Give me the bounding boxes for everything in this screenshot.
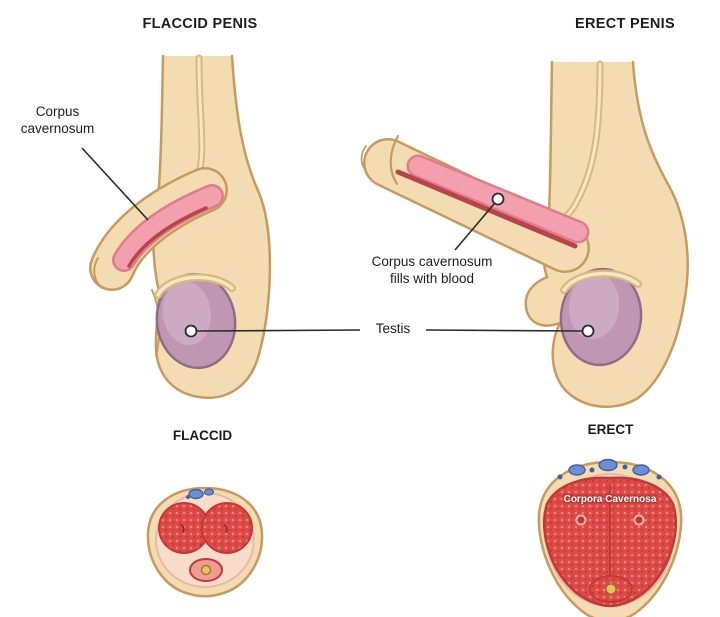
cavernosal-artery-left xyxy=(575,514,587,526)
corpus-fills-leader-line xyxy=(454,203,495,251)
corpus-spongiosum-strip xyxy=(127,206,208,268)
cavernosal-artery-right xyxy=(633,514,645,526)
flaccid-cross-section xyxy=(146,486,264,598)
dorsal-vein-small xyxy=(203,488,215,496)
corpus-cavernosum-label: Corpus cavernosum xyxy=(20,104,95,136)
artery-slit-right xyxy=(223,524,228,533)
erect-penis-heading: ERECT PENIS xyxy=(575,16,675,32)
corpus-cavernosum xyxy=(114,186,222,270)
corpora-cavernosa-label: Corpora Cavernosa xyxy=(563,494,657,505)
urethra xyxy=(200,564,212,576)
glans-crease xyxy=(389,134,400,186)
testis-label: Testis xyxy=(375,321,411,336)
body-contour xyxy=(151,54,272,399)
testis-left-marker xyxy=(184,324,198,338)
testis-group xyxy=(559,267,643,367)
testis-group xyxy=(155,272,237,370)
dorsal-artery-dot-2 xyxy=(622,464,628,470)
dorsal-vein-left xyxy=(568,464,586,476)
dorsal-artery-dot xyxy=(186,495,190,499)
corpus-fills-label: Corpus cavernosum fills with blood xyxy=(371,254,493,286)
callout-lines xyxy=(81,147,595,338)
erect-cross-section-title: ERECT xyxy=(587,422,634,437)
erect-cross-section xyxy=(537,458,683,617)
dorsal-vein xyxy=(188,488,204,500)
dorsal-artery-dot-3 xyxy=(557,474,563,480)
corpus-spongiosum-strip xyxy=(395,169,578,249)
testis-right-marker xyxy=(581,324,595,338)
testis-highlight xyxy=(162,281,212,346)
epididymis-highlight xyxy=(156,275,234,297)
glans-crease xyxy=(93,257,103,289)
dorsal-artery-dot-4 xyxy=(656,474,662,480)
dorsal-artery-dot-1 xyxy=(589,467,595,473)
dorsal-vein-center xyxy=(598,458,618,472)
artery-slit-left xyxy=(180,524,185,533)
testis-left-leader-line xyxy=(196,329,361,332)
flaccid-cross-section-title: FLACCID xyxy=(172,428,233,443)
epididymis-highlight xyxy=(562,271,640,292)
corpus-cavernosum-marker xyxy=(491,192,505,206)
erect-figure xyxy=(360,60,689,408)
meatus-crease xyxy=(360,145,367,172)
testis-highlight xyxy=(568,273,620,340)
testis-right-leader-line xyxy=(425,329,584,332)
flaccid-penis-heading: FLACCID PENIS xyxy=(142,16,258,32)
flaccid-figure xyxy=(89,54,272,399)
corpus-cavernosum-leader-line xyxy=(81,147,149,221)
dorsal-vein-right xyxy=(632,464,650,476)
urethra xyxy=(605,583,617,595)
